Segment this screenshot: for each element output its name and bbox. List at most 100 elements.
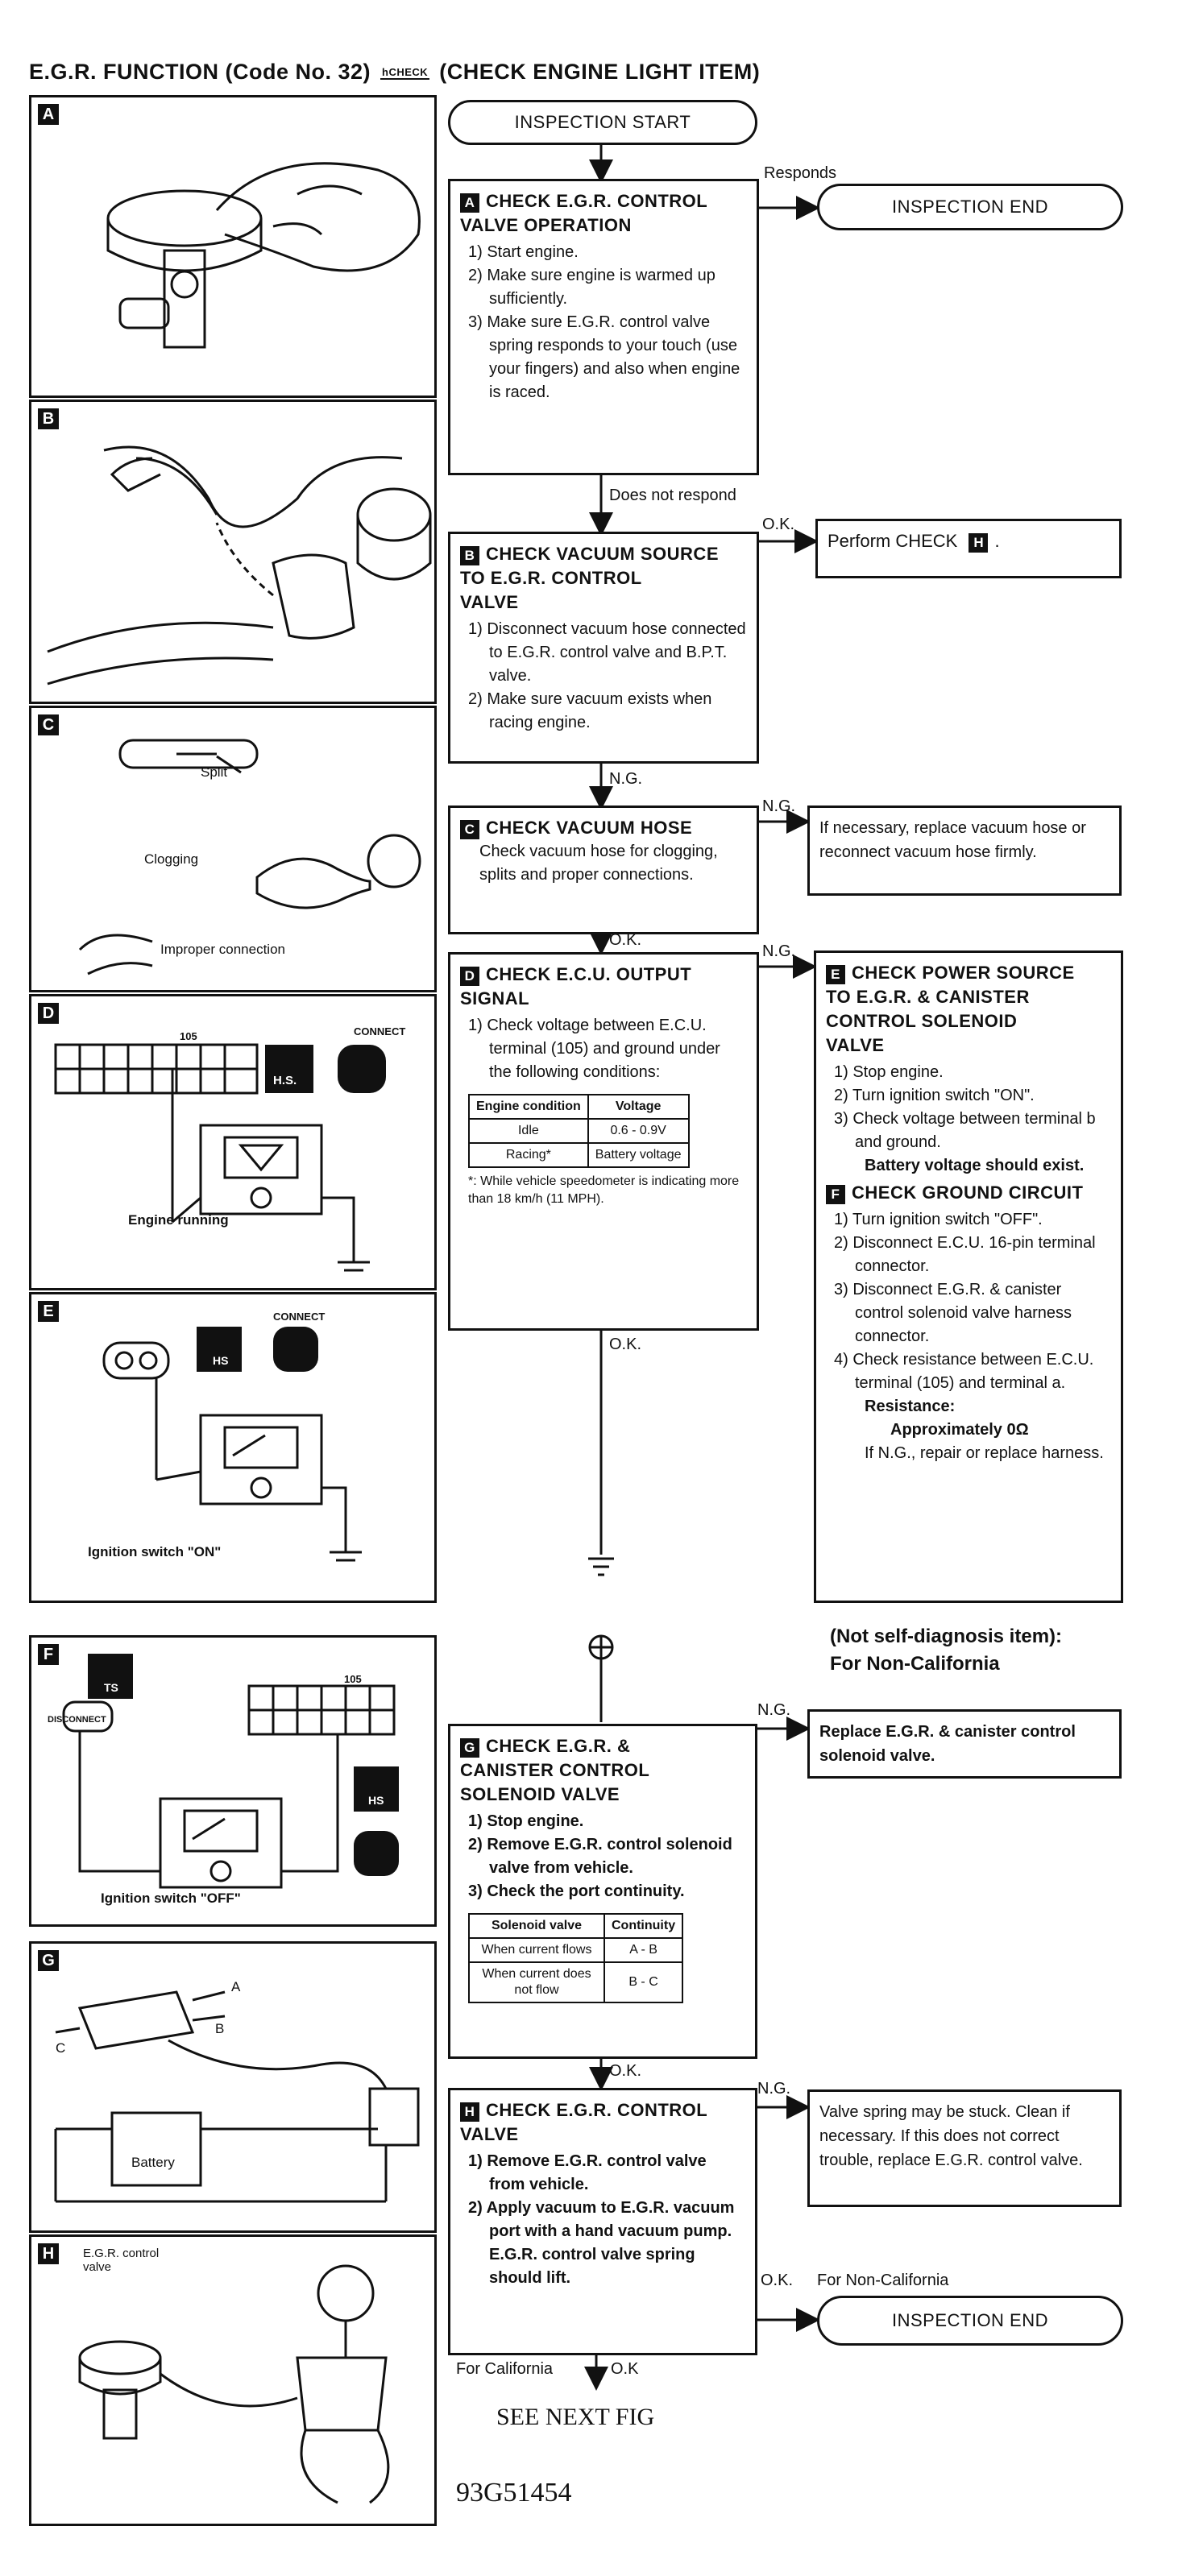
table-row: Idle 0.6 - 0.9V	[468, 1118, 690, 1144]
inspection-end-1: INSPECTION END	[817, 184, 1123, 230]
table-cell: A - B	[603, 1937, 684, 1963]
step-item: 2) Remove E.G.R. control solenoid valve …	[468, 1836, 732, 1877]
c-ng-action-box: If necessary, replace vacuum hose or rec…	[807, 806, 1122, 896]
step-item: 2) Apply vacuum to E.G.R. vacuum port wi…	[468, 2199, 735, 2240]
step-head: CHECK VACUUM HOSE	[486, 818, 693, 838]
step-tag: F	[826, 1185, 845, 1204]
continuity-table: Solenoid valve Continuity When current f…	[468, 1913, 684, 2003]
port-a-label: A	[231, 1979, 241, 1994]
step-tag: A	[460, 193, 479, 213]
figure-f: F TS HS DISCONNECT 105 Ignition switch "…	[29, 1635, 437, 1927]
step-tag: C	[460, 820, 479, 839]
split-label: Split	[201, 764, 228, 780]
hand-vacuum-pump-illustration	[78, 2264, 390, 2504]
responds-label: Responds	[764, 164, 837, 182]
step-body: Check vacuum hose for clogging, splits a…	[479, 843, 718, 884]
table-header: Continuity	[603, 1913, 684, 1939]
ok-label: O.K.	[609, 1336, 642, 1353]
step-item: 2) Make sure vacuum exists when racing e…	[468, 690, 712, 731]
hcheck-icon: hCHECK	[380, 66, 430, 81]
step-tag: H	[969, 533, 989, 553]
ng-label: N.G.	[757, 2080, 791, 2098]
term-label: 105	[180, 1030, 197, 1042]
step-item: 3) Disconnect E.G.R. & canister control …	[834, 1281, 1072, 1345]
perform-check-dot: .	[994, 531, 1000, 551]
ng-label: N.G.	[609, 770, 643, 788]
perform-check-text: Perform CHECK	[828, 531, 958, 551]
figure-h: H E.G.R. control valve	[29, 2234, 437, 2526]
h-ng-action-box: Valve spring may be stuck. Clean if nece…	[807, 2089, 1122, 2207]
figure-tag: G	[38, 1950, 59, 1971]
figure-tag: D	[38, 1003, 59, 1024]
step-head: CHECK E.G.R. CONTROL VALVE OPERATION	[460, 191, 708, 235]
voltage-table: Engine condition Voltage Idle 0.6 - 0.9V…	[468, 1094, 690, 1168]
step-item: 1) Disconnect vacuum hose connected to E…	[468, 620, 746, 685]
figure-b: B	[29, 400, 437, 704]
step-item: 4) Check resistance between E.C.U. termi…	[834, 1351, 1094, 1392]
inspection-end-2: INSPECTION END	[817, 2296, 1123, 2346]
vacuum-hose-faults-illustration	[78, 739, 421, 975]
port-c-label: C	[56, 2040, 66, 2056]
clogging-label: Clogging	[144, 851, 199, 867]
egr-valve-hand-illustration	[106, 162, 421, 349]
figure-tag: A	[38, 104, 59, 125]
step-head: CHECK POWER SOURCE TO E.G.R. & CANISTER …	[826, 963, 1075, 1055]
table-header: Engine condition	[468, 1094, 589, 1120]
figure-tag: B	[38, 408, 59, 429]
does-not-respond-label: Does not respond	[609, 487, 736, 504]
not-self-diagnosis-label: (Not self-diagnosis item):	[830, 1626, 1063, 1647]
figure-e: E HS CONNECT Ignition switch "ON"	[29, 1292, 437, 1603]
ground-circuit-check-illustration	[62, 1654, 399, 1889]
step-item: 3) Check the port continuity.	[468, 1882, 685, 1900]
figure-c: C Split Clogging Improper connection	[29, 706, 437, 992]
step-head: CHECK GROUND CIRCUIT	[852, 1182, 1084, 1203]
step-tag: H	[460, 2102, 479, 2122]
figure-tag: H	[38, 2243, 59, 2264]
hs-label: H.S.	[273, 1074, 297, 1087]
ts-label: TS	[104, 1681, 118, 1694]
connect-label: CONNECT	[273, 1311, 326, 1323]
ng-label: N.G.	[762, 942, 796, 960]
table-row: When current flows A - B	[468, 1937, 684, 1963]
engine-running-caption: Engine running	[128, 1212, 229, 1228]
step-item: 1) Check voltage between E.C.U. terminal…	[468, 1017, 720, 1081]
step-fix: If N.G., repair or replace harness.	[865, 1444, 1104, 1462]
table-cell: B - C	[603, 1961, 684, 2003]
figure-d: D 105 H.S. CONNECT Engine running	[29, 994, 437, 1290]
inspection-start: INSPECTION START	[448, 100, 757, 145]
table-cell: When current does not flow	[468, 1961, 605, 2003]
table-cell: Idle	[468, 1118, 589, 1144]
step-tag: G	[460, 1738, 479, 1758]
hs-label: HS	[213, 1354, 229, 1367]
for-california-label: For California	[456, 2360, 554, 2378]
step-tag: D	[460, 967, 479, 986]
figure-a: A	[29, 95, 437, 398]
table-row: When current does not flow B - C	[468, 1961, 684, 2003]
egr-control-valve-caption: E.G.R. control valve	[83, 2247, 160, 2274]
g-ng-action-box: Replace E.G.R. & canister control soleno…	[807, 1709, 1122, 1779]
step-head: CHECK VACUUM SOURCE TO E.G.R. CONTROL VA…	[460, 544, 719, 612]
step-item: 2) Turn ignition switch "ON".	[834, 1087, 1035, 1104]
figure-g: G Battery A B C	[29, 1941, 437, 2233]
figure-tag: E	[38, 1301, 59, 1322]
step-item: 1) Turn ignition switch "OFF".	[834, 1211, 1043, 1228]
step-item: 3) Check voltage between terminal b and …	[834, 1110, 1096, 1151]
step-item: 1) Remove E.G.R. control valve from vehi…	[468, 2152, 707, 2193]
term-label: 105	[344, 1673, 362, 1685]
solenoid-valve-battery-illustration	[54, 1990, 420, 2203]
ok-label: O.K.	[761, 2272, 794, 2289]
step-head: CHECK E.G.R. & CANISTER CONTROL SOLENOID…	[460, 1736, 650, 1804]
step-item: 1) Stop engine.	[468, 1812, 584, 1830]
for-non-california-label: For Non-California	[830, 1653, 1000, 1675]
step-result: Battery voltage should exist.	[865, 1157, 1085, 1174]
step-item: 2) Make sure engine is warmed up suffici…	[468, 267, 716, 308]
footnote: *: While vehicle speedometer is indicati…	[468, 1174, 740, 1206]
figure-tag: C	[38, 714, 59, 735]
battery-label: Battery	[131, 2155, 175, 2170]
ng-label: N.G.	[762, 797, 796, 815]
